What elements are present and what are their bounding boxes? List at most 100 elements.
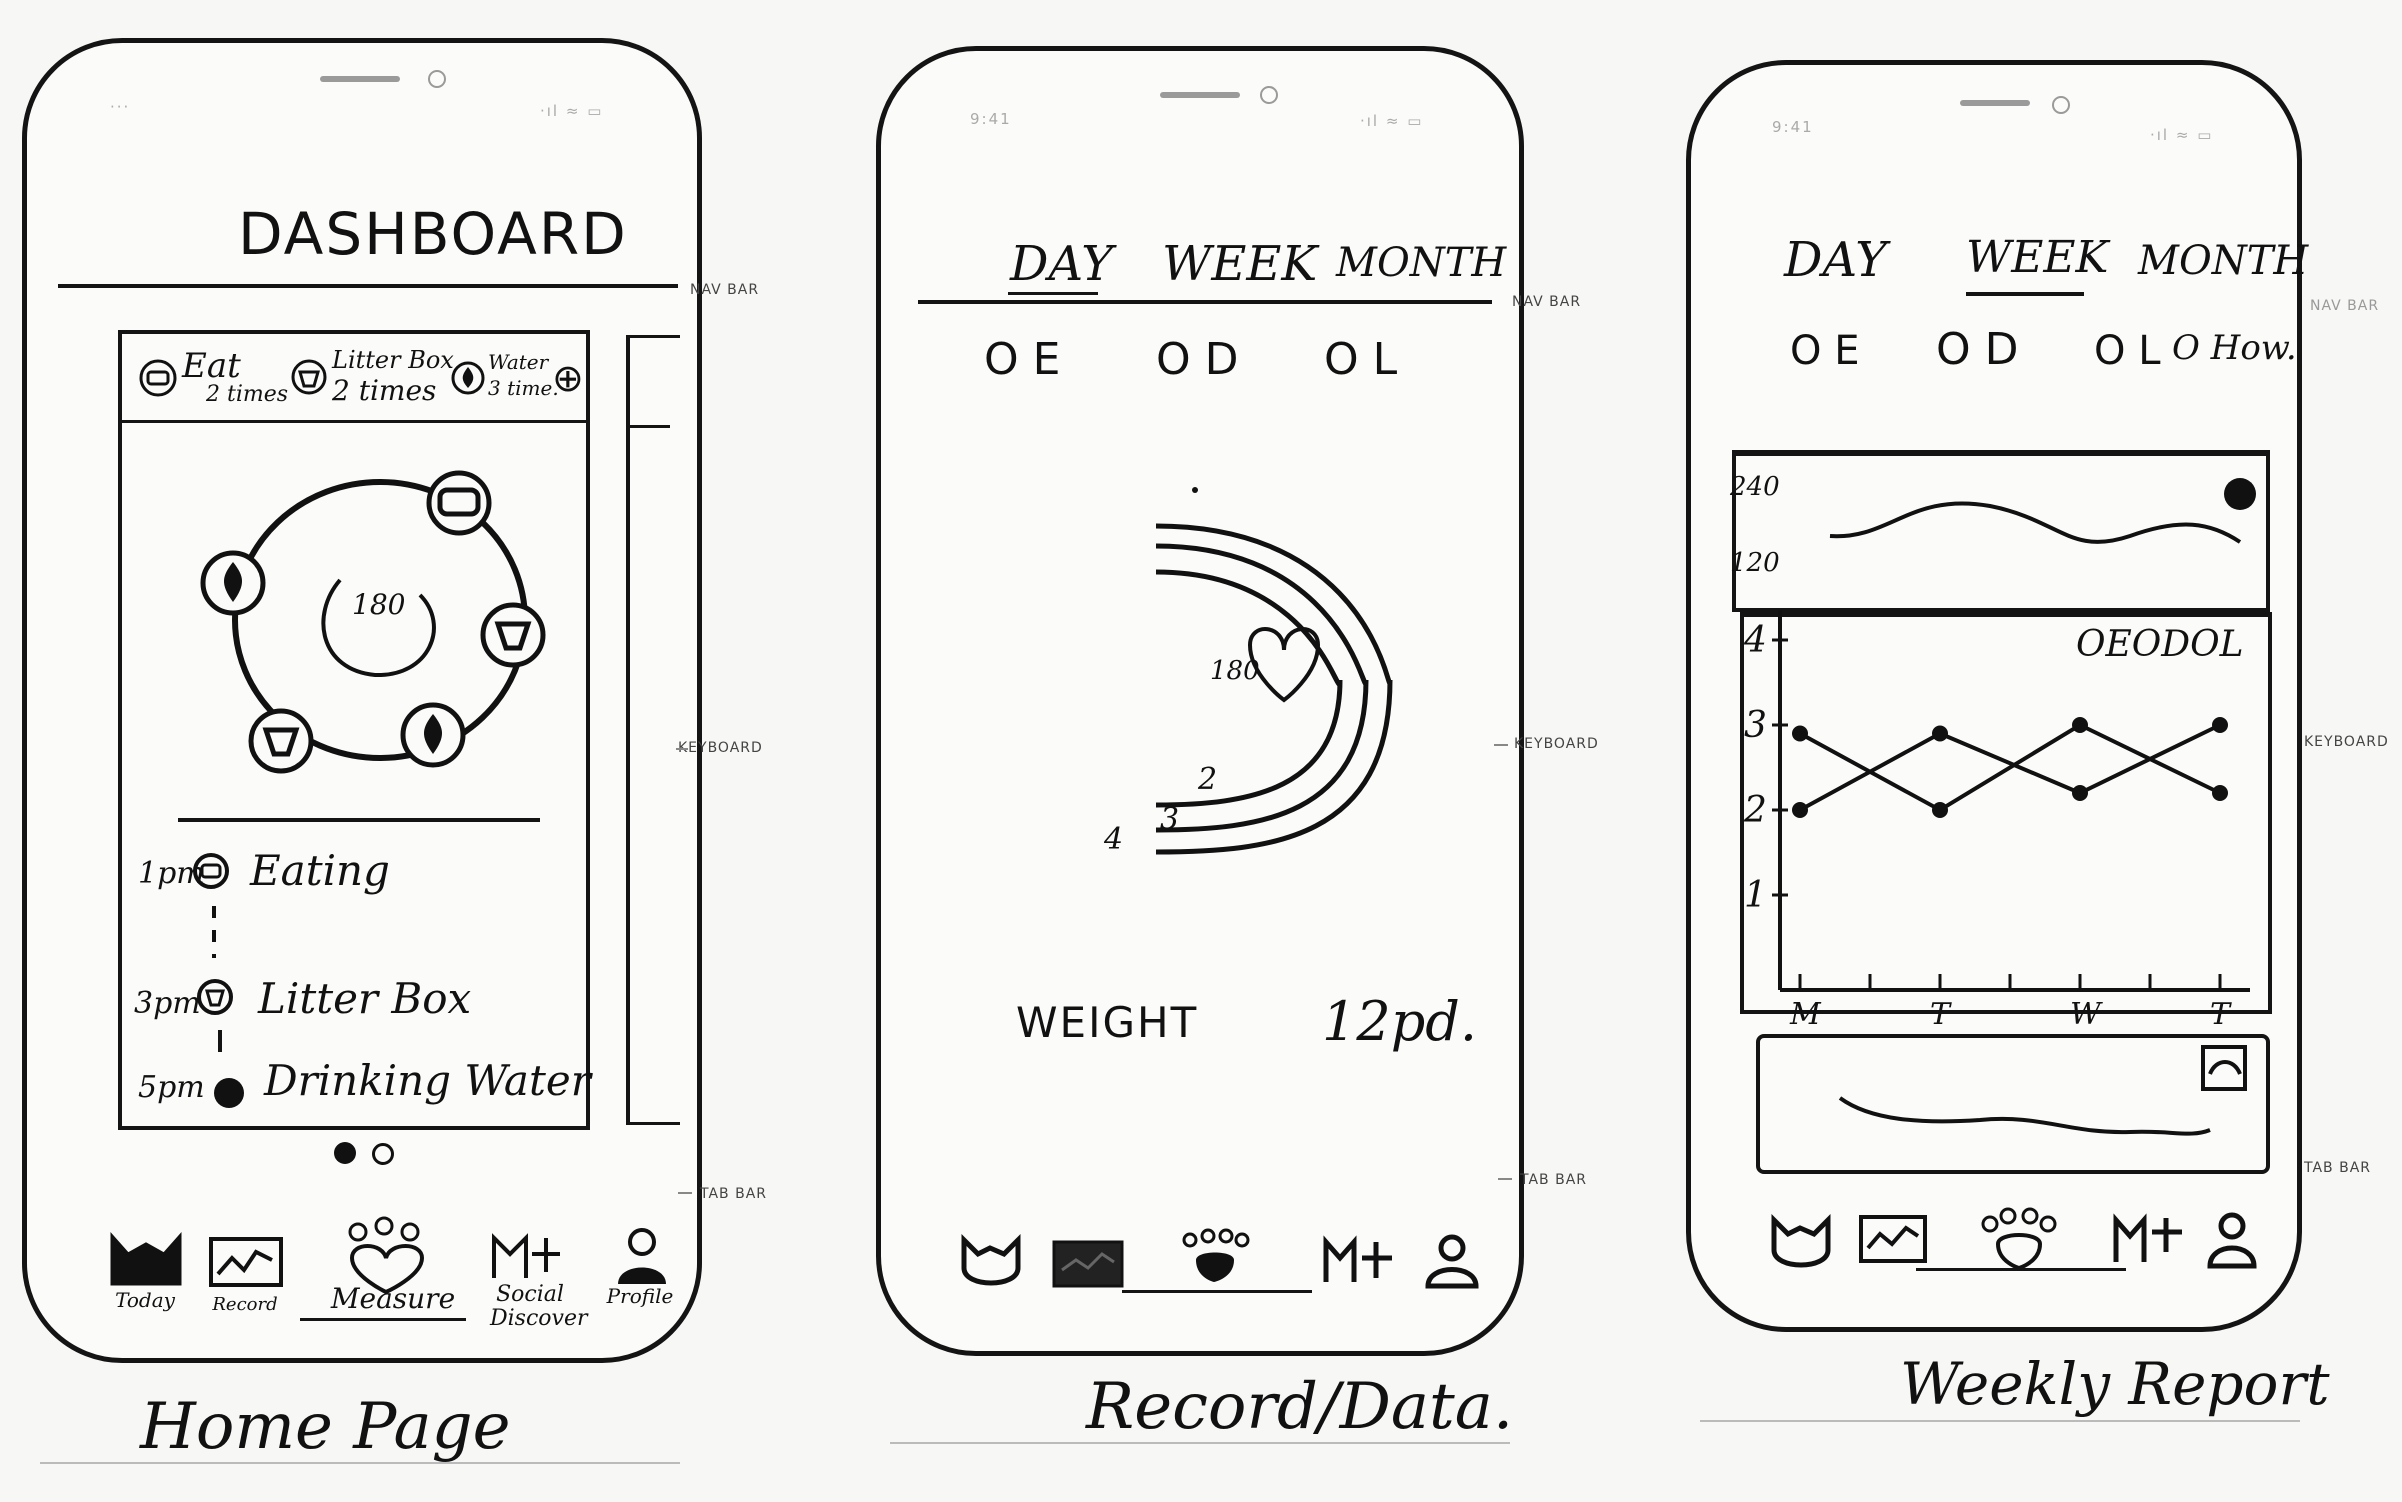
record-tab-day[interactable]: DAY xyxy=(1010,236,1113,292)
record-tab-active-underline xyxy=(1122,1290,1312,1293)
summary-strip-divider xyxy=(118,420,590,423)
ring-node-litter-icon[interactable] xyxy=(478,600,548,670)
weekly-filter-l[interactable]: O L xyxy=(2094,328,2161,374)
record-tab-month[interactable]: MONTH xyxy=(1336,240,1507,286)
ring-node-food-icon[interactable] xyxy=(424,468,494,538)
weekly-tab-active-underline xyxy=(1916,1268,2126,1271)
series-2-point xyxy=(2072,785,2088,801)
record-camera xyxy=(1260,86,1278,104)
next-card-edge xyxy=(626,335,630,1125)
tab-profile[interactable]: Profile xyxy=(600,1228,680,1323)
weekly-bottom-wave xyxy=(1838,1096,2211,1136)
weekly-nav-bar-annotation: NAV BAR xyxy=(2310,298,2380,314)
weekly-status-time: 9:41 xyxy=(1772,118,1814,136)
record-weight-label: WEIGHT xyxy=(1016,998,1199,1047)
series-1-point xyxy=(2212,785,2228,801)
weekly-tab-week[interactable]: WEEK xyxy=(1966,232,2109,283)
activity-ring-center-value: 180 xyxy=(352,588,406,621)
record-caption-baseline xyxy=(890,1442,1510,1444)
add-summary-button[interactable]: ⊕ xyxy=(552,356,584,400)
timeline-water-label: Drinking Water xyxy=(264,1056,591,1105)
record-speaker xyxy=(1160,92,1240,98)
home-status-time: ··· xyxy=(110,98,131,116)
weekly-caption: Weekly Report xyxy=(1900,1350,2330,1418)
weekly-tab-cat-icon[interactable] xyxy=(1770,1213,1832,1274)
record-keyboard-tick xyxy=(1494,744,1508,746)
series-2-point xyxy=(1932,725,1948,742)
weekly-filter-d[interactable]: O D xyxy=(1936,324,2019,375)
summary-card xyxy=(118,330,590,1130)
weekly-status-icons: ·ıl ≈ ▭ xyxy=(2150,126,2214,144)
summary-water-label: Water xyxy=(488,350,549,374)
record-filter-d[interactable]: O D xyxy=(1156,334,1239,385)
weekly-bottom-card xyxy=(1756,1034,2270,1174)
x-tick-label: W xyxy=(2070,997,2103,1032)
weekly-legend: OEODOL xyxy=(2076,624,2244,665)
page-indicator-active[interactable] xyxy=(334,1142,356,1164)
record-tab-cat-icon[interactable] xyxy=(960,1233,1022,1290)
timeline-divider xyxy=(178,818,540,822)
record-tab-profile-icon[interactable] xyxy=(1424,1234,1480,1290)
ring-node-water-icon[interactable] xyxy=(198,548,268,618)
record-nav-bar-annotation: NAV BAR xyxy=(1512,294,1582,310)
ring-node-water2-icon[interactable] xyxy=(398,700,468,770)
tab-social[interactable]: Social Discover xyxy=(490,1232,588,1332)
summary-item-eat[interactable]: Eat 2 times xyxy=(138,346,298,416)
dashboard-title: DASHBOARD xyxy=(238,200,628,268)
weekly-camera xyxy=(2052,96,2070,114)
record-status-icons: ·ıl ≈ ▭ xyxy=(1360,112,1424,130)
weekly-top-tick-120: 120 xyxy=(1730,548,1780,578)
record-keyboard-annotation: KEYBOARD xyxy=(1514,736,1599,752)
home-nav-bar-annotation: NAV BAR xyxy=(690,282,760,298)
weekly-keyboard-annotation: KEYBOARD xyxy=(2304,734,2389,750)
tab-measure-underline xyxy=(300,1318,466,1321)
litter-box-icon xyxy=(291,359,327,395)
weekly-tab-paw-icon[interactable] xyxy=(1974,1206,2064,1271)
weekly-tab-month[interactable]: MONTH xyxy=(2138,238,2309,284)
weekly-top-tick-240: 240 xyxy=(1730,472,1780,502)
record-tab-week[interactable]: WEEK xyxy=(1162,236,1318,292)
record-filter-e[interactable]: O E xyxy=(984,334,1061,385)
home-keyboard-tick xyxy=(676,748,688,750)
record-ring-label-4: 4 xyxy=(1104,822,1124,857)
weekly-tab-social-icon[interactable] xyxy=(2112,1212,2192,1268)
profile-icon xyxy=(618,1228,666,1284)
timeline-item-litter[interactable]: 3pm Litter Box xyxy=(134,968,494,1028)
weekly-top-wave xyxy=(1829,501,2242,544)
water-icon xyxy=(214,1078,244,1108)
tab-measure[interactable]: Measure xyxy=(300,1216,470,1328)
weekly-tab-day[interactable]: DAY xyxy=(1784,232,1887,288)
weekly-filter-e[interactable]: O E xyxy=(1790,328,1860,374)
timeline-item-eating[interactable]: 1pm Eating xyxy=(138,842,468,902)
weekly-bottom-image-icon[interactable] xyxy=(2200,1044,2248,1092)
timeline-eating-label: Eating xyxy=(250,846,390,895)
ring-node-litter2-icon[interactable] xyxy=(246,706,316,776)
summary-litter-count: 2 times xyxy=(332,374,437,407)
weekly-tab-profile-icon[interactable] xyxy=(2206,1212,2258,1270)
tab-discover-label: Discover xyxy=(490,1306,588,1331)
summary-item-litter[interactable]: Litter Box 2 times xyxy=(290,346,454,416)
home-caption-baseline xyxy=(40,1462,680,1464)
weekly-top-bowl-icon[interactable] xyxy=(2220,474,2260,514)
weekly-filter-how[interactable]: O How. xyxy=(2172,328,2297,368)
record-tab-chart-icon[interactable] xyxy=(1052,1240,1124,1290)
y-tick-label: 1 xyxy=(1744,875,1767,916)
tab-today[interactable]: Today xyxy=(100,1232,190,1327)
record-filter-l[interactable]: O L xyxy=(1324,334,1398,385)
record-tab-paw-icon[interactable] xyxy=(1170,1226,1260,1286)
timeline-item-water[interactable]: 5pm Drinking Water xyxy=(138,1056,591,1116)
record-nav-divider xyxy=(918,300,1492,304)
record-weight-value: 12pd. xyxy=(1322,990,1478,1053)
series-2-point xyxy=(2212,717,2228,733)
record-tab-social-icon[interactable] xyxy=(1322,1235,1404,1286)
record-tab-tick xyxy=(1498,1178,1512,1180)
x-tick-label: M xyxy=(1789,997,1822,1032)
tab-record[interactable]: Record xyxy=(200,1232,290,1327)
home-tab-tick xyxy=(678,1192,692,1194)
page-indicator-inactive[interactable] xyxy=(372,1143,394,1165)
record-tab-bar-annotation: TAB BAR xyxy=(1520,1172,1588,1188)
weekly-tab-chart-icon[interactable] xyxy=(1858,1214,1928,1266)
timeline-connector-2 xyxy=(218,1030,222,1052)
summary-item-water[interactable]: Water 3 time. xyxy=(450,346,560,416)
